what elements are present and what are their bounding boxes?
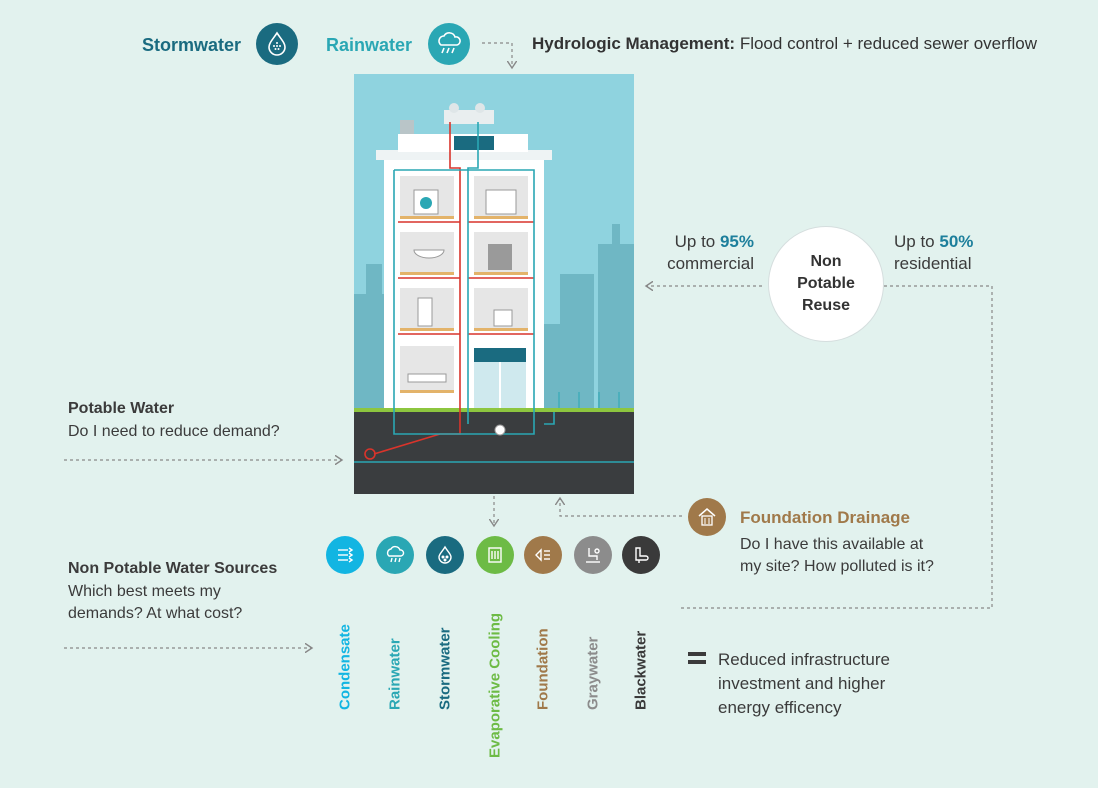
reuse-loop-line [680,285,993,609]
result-line3: energy efficency [718,698,842,717]
residential-pct: 50% [939,232,974,251]
potable-water-title: Potable Water [68,400,175,417]
foundation-drainage-title: Foundation Drainage [740,508,910,527]
potable-water-block: Potable Water Do I need to reduce demand… [68,400,280,443]
source-label-stormwater: Stormwater [436,627,454,710]
residential-reuse-pct-line: Up to 50% [894,231,973,253]
source-label-graywater: Graywater [584,636,602,710]
source-label-condensate: Condensate [336,624,354,710]
commercial-reuse-text: Up to 95% commercial [656,231,754,275]
residential-prefix: Up to [894,232,940,251]
commercial-pct: 95% [719,232,754,251]
potable-water-question: Do I need to reduce demand? [68,423,280,440]
foundation-drainage-line2: my site? How polluted is it? [740,558,934,575]
hydrologic-management-title: Hydrologic Management: [532,34,736,53]
commercial-prefix: Up to [674,232,720,251]
source-label-foundation: Foundation [534,628,552,710]
non-potable-sources-title: Non Potable Water Sources [68,560,278,577]
npr-line3: Reuse [801,297,850,314]
npr-line1: Non [810,253,842,270]
building-illustration [354,74,634,494]
foundation-drainage-block: Foundation Drainage Do I have this avail… [740,508,934,578]
condensate-icon [326,536,364,574]
residential-label: residential [894,254,972,273]
npr-line2: Potable [797,275,855,292]
rainwater-source-icon [376,536,414,574]
graywater-icon [574,536,612,574]
hydrologic-management-desc: Flood control + reduced sewer overflow [735,34,1037,53]
foundation-source-icon [524,536,562,574]
source-label-evaporative-cooling: Evaporative Cooling [486,612,504,758]
source-label-blackwater: Blackwater [632,630,650,710]
non-potable-reuse-circle: Non Potable Reuse [768,226,884,342]
commercial-label: commercial [667,254,754,273]
non-potable-sources-block: Non Potable Water Sources Which best mee… [68,560,277,625]
hydrologic-management-text: Hydrologic Management: Flood control + r… [532,34,1037,54]
residential-reuse-text: Up to 50% residential [894,231,973,275]
stormwater-label: Stormwater [142,35,242,55]
stormwater-icon [256,23,298,65]
blackwater-icon [622,536,660,574]
foundation-to-building-arrow [560,498,682,517]
foundation-drainage-icon [688,498,726,536]
rainwater-label: Rainwater [326,35,413,55]
result-block: Reduced infrastructure investment and hi… [718,648,890,720]
hydrologic-arrow [482,42,512,68]
stormwater-source-icon [426,536,464,574]
source-label-rainwater: Rainwater [386,638,404,710]
equals-sign [688,652,706,664]
non-potable-sources-line2: demands? At what cost? [68,605,243,622]
rainwater-icon [428,23,470,65]
non-potable-sources-line1: Which best meets my [68,583,221,600]
commercial-reuse-pct-line: Up to 95% [656,231,754,253]
foundation-drainage-line1: Do I have this available at [740,536,924,553]
result-line1: Reduced infrastructure [718,650,890,669]
evaporative-cooling-icon [476,536,514,574]
result-line2: investment and higher [718,674,886,693]
